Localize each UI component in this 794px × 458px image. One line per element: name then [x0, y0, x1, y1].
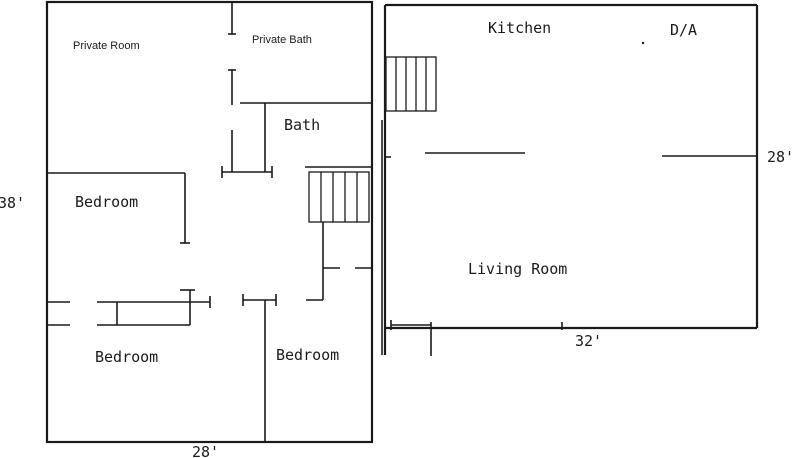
dining-area-label: D/A [670, 21, 697, 39]
bedroom-bottom-right-label: Bedroom [276, 346, 339, 364]
kitchen-label: Kitchen [488, 19, 551, 37]
right-height-dimension: 28' [767, 148, 794, 166]
right-unit [381, 3, 759, 356]
left-stairs [308, 171, 370, 223]
right-stairs [385, 56, 437, 112]
left-height-dimension: 38' [0, 194, 25, 212]
kitchen-mark [641, 41, 645, 45]
bedroom-bottom-left-label: Bedroom [95, 348, 158, 366]
left-unit [45, 0, 374, 444]
living-room-label: Living Room [468, 260, 567, 278]
private-room-label: Private Room [73, 40, 140, 52]
bath-label: Bath [284, 116, 320, 134]
private-bath-label: Private Bath [252, 34, 312, 46]
right-width-dimension: 32' [575, 332, 602, 350]
left-unit-outer-wall [45, 0, 374, 444]
bedroom-left-label: Bedroom [75, 193, 138, 211]
left-width-dimension: 28' [192, 443, 219, 458]
